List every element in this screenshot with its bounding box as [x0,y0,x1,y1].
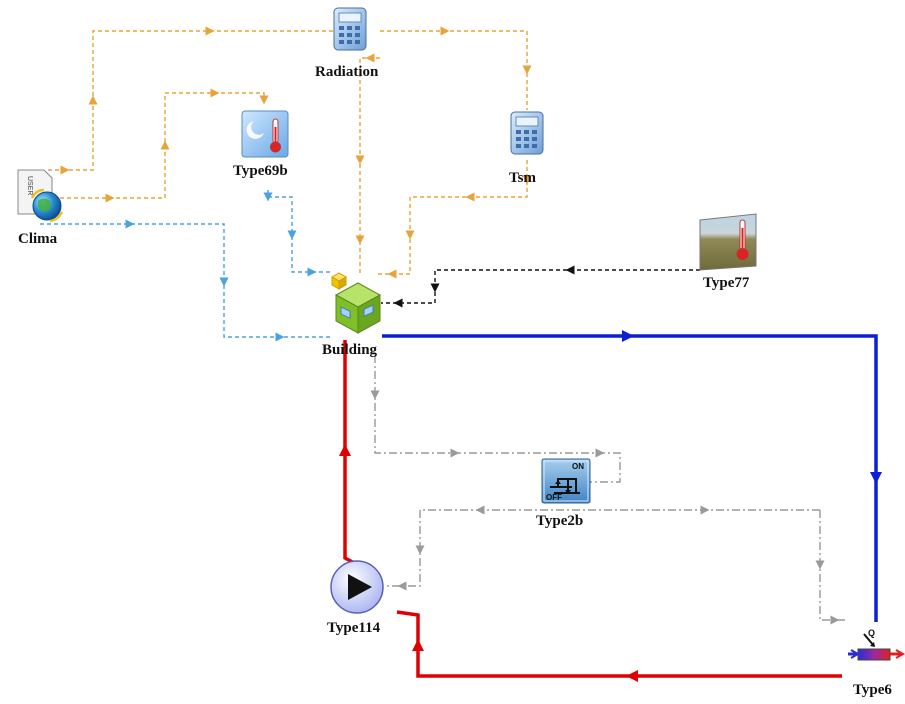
type6-label: Type6 [853,682,892,698]
flow-arrow [393,298,403,308]
flow-arrow [387,269,397,279]
flow-arrow [815,560,825,570]
flow-arrow [450,448,460,458]
link-radiation-building[interactable] [359,57,380,274]
flow-arrow [870,472,882,484]
pipe-type6-type114[interactable] [396,610,842,678]
clima-node[interactable]: USER [17,169,64,223]
pipe-connections [343,334,878,678]
link-clima-building[interactable] [40,223,330,338]
link-radiation-tsm[interactable] [380,30,528,110]
flow-arrow [595,448,605,458]
type114-label: Type114 [327,620,381,636]
tsm-node[interactable] [510,111,544,155]
flow-arrow [259,95,269,105]
type2b-label: Type2b [536,513,584,529]
flow-arrow [287,230,297,240]
flow-arrow [415,545,425,555]
flow-arrow [219,277,229,287]
flow-arrow [622,330,634,342]
weather-reader-globe-icon: USER [17,169,64,223]
tsm-label: Tsm [509,170,536,186]
flow-arrow [355,155,365,165]
link-type2b-type114[interactable] [386,509,820,587]
flow-arrow [355,235,365,245]
flow-arrow [522,65,532,75]
controller-on-text: ON [572,462,584,471]
heater-q-text: Q [868,628,875,638]
flow-arrow [88,95,98,105]
link-type77-building[interactable] [381,269,700,304]
flow-arrow [440,26,450,36]
flow-arrow [565,265,575,275]
type2b-node[interactable]: ON OFF [541,458,591,504]
flow-arrow [263,192,273,202]
pump-icon [330,560,384,614]
flow-arrow [522,175,532,185]
radiation-label: Radiation [315,64,379,80]
clima-icon-text: USER [26,176,33,195]
ground-temperature-icon [699,213,757,271]
info-links [40,190,330,338]
type77-label: Type77 [703,275,750,291]
controller-off-text: OFF [546,493,562,502]
flow-arrows [60,26,882,682]
flow-arrow [160,140,170,150]
building-label: Building [322,342,378,358]
heater-icon: Q [848,628,905,661]
flow-arrow [275,332,285,342]
flow-arrow [60,165,70,175]
link-tsm-building[interactable] [376,160,528,275]
calculator-icon [333,7,367,51]
flow-arrow [475,505,485,515]
control-links [374,355,845,621]
flow-arrow [339,444,351,456]
radiation-node[interactable] [333,7,367,51]
flow-arrow [430,283,440,293]
flow-arrow [125,219,135,229]
type114-node[interactable] [330,560,384,614]
flow-arrow [370,390,380,400]
flow-arrow [105,193,115,203]
flow-arrow [626,670,638,682]
type77-node[interactable] [699,213,757,271]
flow-arrow [210,88,220,98]
flow-arrow [700,505,710,515]
link-clima-type69b[interactable] [60,92,265,199]
flow-arrow [397,581,407,591]
link-type69b-building[interactable] [267,190,330,273]
flow-arrow [307,267,317,277]
clima-label: Clima [18,231,58,247]
pipe-building-type6[interactable] [382,334,878,622]
flow-arrow [412,639,424,651]
link-building-type2b[interactable] [374,355,621,483]
type69b-label: Type69b [233,163,288,179]
building-cubes-icon [330,272,382,334]
on-off-controller-icon: ON OFF [541,458,591,504]
building-node[interactable] [330,272,382,334]
black-links [381,269,700,304]
flow-arrow [205,26,215,36]
calculator-icon [510,111,544,155]
flow-arrow [830,615,840,625]
flow-arrow [405,230,415,240]
type6-node[interactable]: Q [848,628,905,661]
flow-arrow [465,192,475,202]
link-type2b-type6[interactable] [819,510,845,621]
sky-temperature-icon [241,110,289,158]
type69b-node[interactable] [241,110,289,158]
flow-arrow [365,53,375,63]
